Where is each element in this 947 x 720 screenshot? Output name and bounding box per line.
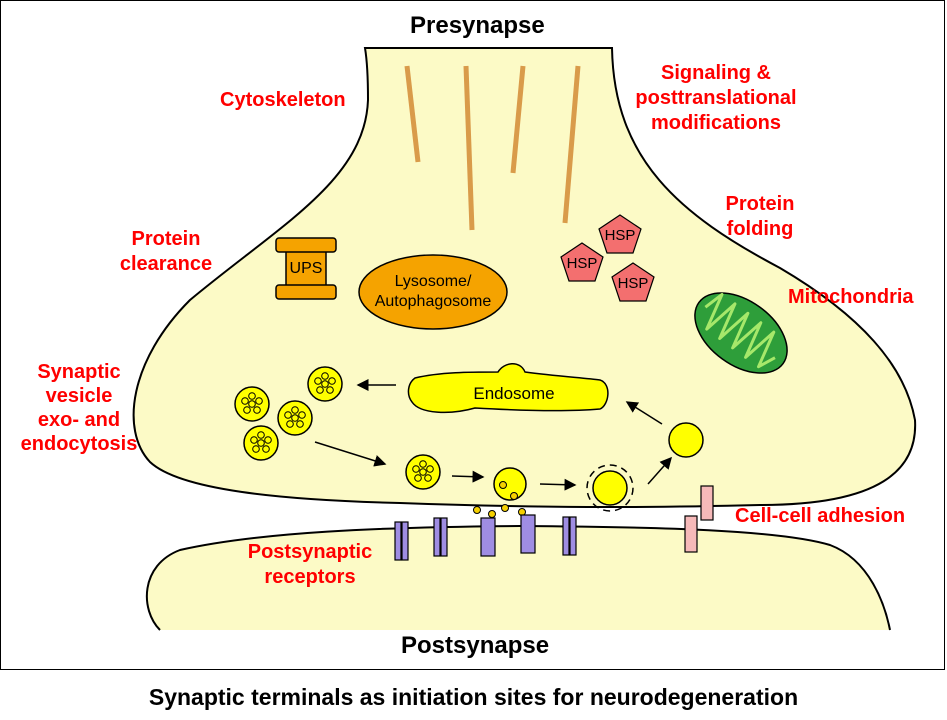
vesicle-cargo xyxy=(250,436,258,444)
trafficking-arrows xyxy=(314,379,672,491)
vesicle-cargo xyxy=(262,445,270,453)
vesicle-cargo xyxy=(419,460,427,468)
ups-label: UPS xyxy=(289,260,323,277)
lysosome xyxy=(358,254,508,330)
vesicle-cargo xyxy=(426,465,434,473)
released-neurotransmitter xyxy=(473,481,526,518)
vesicle-cargo xyxy=(321,372,329,380)
postsynaptic-receptors xyxy=(394,514,577,561)
hsp-label-2: HSP xyxy=(566,255,598,272)
vesicle-cargo xyxy=(412,465,420,473)
cytoskeleton-label: Cytoskeleton xyxy=(220,89,346,111)
protein-clearance-label: Protein clearance xyxy=(119,228,213,275)
vesicle-cargo xyxy=(241,397,249,405)
vesicle-cargo xyxy=(257,439,265,447)
protein-folding-label: Protein folding xyxy=(725,193,795,240)
mitochondrion xyxy=(694,292,788,374)
vesicle-cargo xyxy=(291,414,299,422)
figure-caption: Synaptic terminals as initiation sites f… xyxy=(148,684,799,710)
endosome-label: Endosome xyxy=(473,384,555,403)
vesicle-cargo xyxy=(314,377,322,385)
vesicle-cargo xyxy=(284,411,292,419)
vesicle-cargo xyxy=(248,392,256,400)
vesicle-cargo xyxy=(253,406,261,414)
vesicle-cargo xyxy=(296,420,304,428)
hsp-label-3: HSP xyxy=(617,275,649,292)
synaptic-vesicles xyxy=(234,366,441,490)
vesicle-cargo xyxy=(316,386,324,394)
vesicle-cargo xyxy=(298,411,306,419)
vesicle-cargo xyxy=(255,397,263,405)
cell-adhesion-label: Cell-cell adhesion xyxy=(735,505,906,527)
vesicle-cargo xyxy=(252,445,260,453)
mitochondria-label: Mitochondria xyxy=(788,286,914,308)
presynapse-label: Presynapse xyxy=(410,12,545,39)
vesicle-cargo xyxy=(321,380,329,388)
vesicle-cargo xyxy=(257,431,265,439)
vesicle-cargo xyxy=(243,406,251,414)
postsynaptic-terminal xyxy=(146,524,891,631)
vesicle-cargo xyxy=(414,474,422,482)
vesicle-cargo xyxy=(328,377,336,385)
clathrin-coat xyxy=(586,464,634,512)
postsynapse-label: Postsynapse xyxy=(401,632,550,659)
vesicle-cargo xyxy=(286,420,294,428)
vesicle-cargo xyxy=(326,386,334,394)
vesicle-cargo xyxy=(264,436,272,444)
lysosome-label: Lysosome/ Autophagosome xyxy=(374,273,492,310)
ups-proteasome xyxy=(275,237,337,300)
recycling-vesicles xyxy=(493,422,704,506)
hsp-chaperones xyxy=(560,214,655,302)
vesicle-cargo xyxy=(248,400,256,408)
signaling-label: Signaling & posttranslational modificati… xyxy=(635,62,797,134)
endosome xyxy=(407,363,609,414)
vesicle-cargo xyxy=(419,468,427,476)
adhesion-molecules xyxy=(684,485,714,553)
hsp-label-1: HSP xyxy=(604,227,636,244)
vesicle-cargo xyxy=(291,406,299,414)
cytoskeleton-filaments xyxy=(404,65,581,231)
postsynaptic-receptors-label: Postsynaptic receptors xyxy=(247,541,373,588)
vesicle-cargo xyxy=(424,474,432,482)
synapse-diagram xyxy=(132,47,917,631)
synaptic-vesicle-label: Synaptic vesicle exo- and endocytosis xyxy=(20,361,138,455)
